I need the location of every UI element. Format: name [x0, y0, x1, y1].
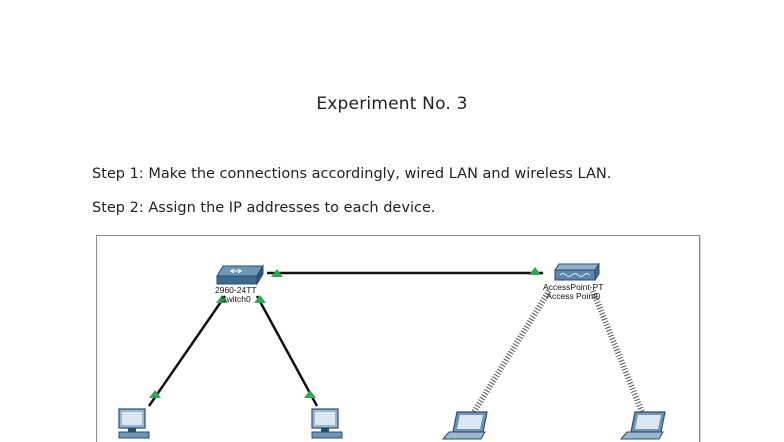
- switch-icon[interactable]: [216, 264, 264, 286]
- step-2-text: Step 2: Assign the IP addresses to each …: [92, 200, 436, 216]
- link-light-icon: [254, 295, 266, 303]
- access-point-model-label: AccessPoint-PT: [543, 282, 604, 292]
- wireless-link-ap-to-laptop1: [590, 289, 645, 414]
- switch-name-label: Switch0: [220, 294, 251, 304]
- access-point-label: AccessPoint-PT Access Point0: [543, 283, 603, 301]
- step-1-text: Step 1: Make the connections accordingly…: [92, 166, 612, 182]
- link-light-icon: [271, 269, 283, 277]
- access-point-name-label: Access Point0: [546, 291, 601, 301]
- network-topology-figure: 2960-24TT Switch0 AccessPoint-PT Access …: [96, 235, 700, 442]
- switch-label: 2960-24TT Switch0: [215, 286, 257, 304]
- link-light-icon: [529, 267, 541, 275]
- laptop-icon[interactable]: [441, 411, 488, 440]
- page-title: Experiment No. 3: [316, 94, 468, 114]
- link-light-icon: [216, 295, 228, 303]
- topology-canvas: [118, 262, 666, 440]
- laptop-icon[interactable]: [619, 411, 666, 440]
- access-point-icon[interactable]: [554, 262, 600, 282]
- link-light-icon: [149, 390, 161, 398]
- cable-switch-to-pc0: [147, 295, 227, 407]
- switch-model-label: 2960-24TT: [215, 285, 257, 295]
- cable-switch-to-pc1: [255, 295, 319, 407]
- link-light-icon: [304, 390, 316, 398]
- pc-icon[interactable]: [118, 408, 150, 439]
- pc-icon[interactable]: [311, 408, 343, 439]
- wireless-link-ap-to-laptop0: [471, 289, 552, 414]
